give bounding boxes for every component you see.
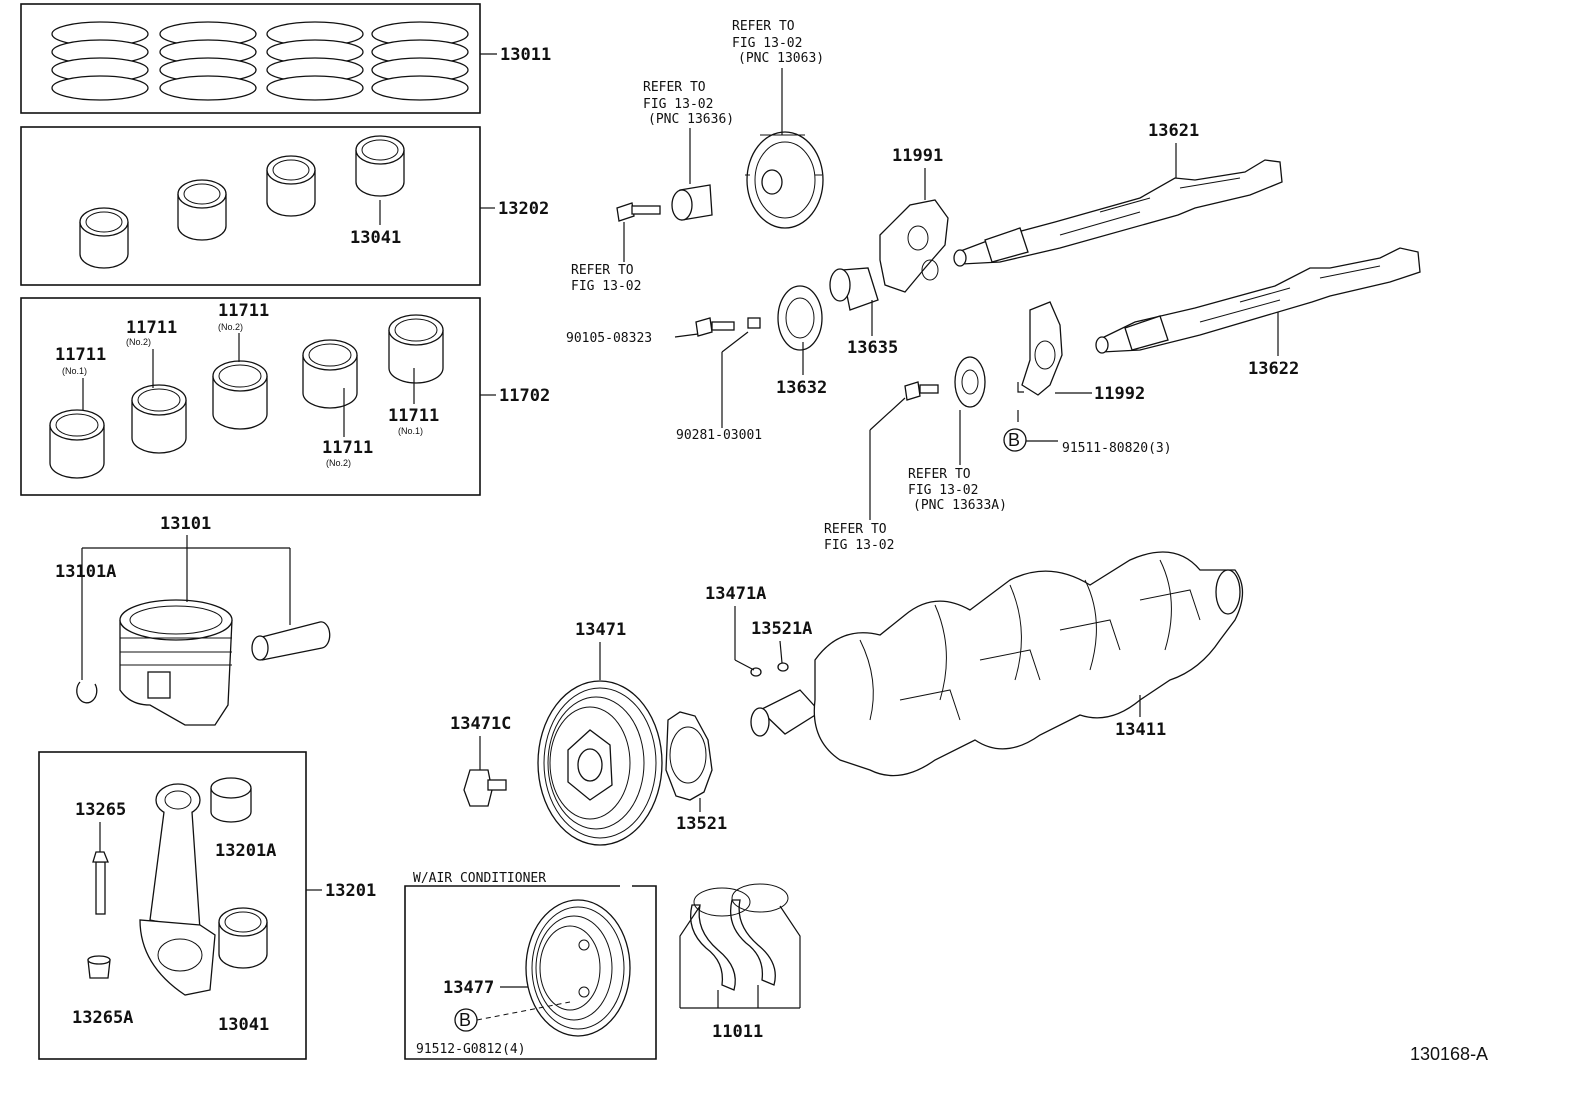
refer-c-line1: REFER TO <box>571 263 634 278</box>
label-11711-no1-left[interactable]: 11711 <box>55 345 106 365</box>
label-11991[interactable]: 11991 <box>892 146 943 166</box>
label-11711-no2-a[interactable]: 11711 <box>126 318 177 338</box>
label-13101A[interactable]: 13101A <box>55 562 116 582</box>
label-11711-no2-b[interactable]: 11711 <box>218 301 269 321</box>
label-13201A[interactable]: 13201A <box>215 841 276 861</box>
aircon-note: W/AIR CONDITIONER <box>413 871 546 886</box>
refer-a-line1: REFER TO <box>732 19 795 34</box>
label-13265A[interactable]: 13265A <box>72 1008 133 1028</box>
label-11711-no2-c-sub: (No.2) <box>326 458 351 468</box>
refer-d-line3: (PNC 13633A) <box>913 498 1007 513</box>
marker-b-ac: B <box>459 1010 471 1030</box>
label-13635[interactable]: 13635 <box>847 338 898 358</box>
refer-b-line1: REFER TO <box>643 80 706 95</box>
refer-a-line3: (PNC 13063) <box>738 51 824 66</box>
label-11992[interactable]: 11992 <box>1094 384 1145 404</box>
figure-code: 130168-A <box>1410 1044 1488 1064</box>
label-90105[interactable]: 90105-08323 <box>566 331 652 346</box>
air-conditioner-frame <box>404 885 657 1060</box>
label-11711-no1-left-sub: (No.1) <box>62 366 87 376</box>
label-11711-no2-c[interactable]: 11711 <box>322 438 373 458</box>
label-91512[interactable]: 91512-G0812(4) <box>416 1042 526 1057</box>
refer-d-line2: FIG 13-02 <box>908 483 978 498</box>
refer-a-line2: FIG 13-02 <box>732 36 802 51</box>
label-13622[interactable]: 13622 <box>1248 359 1299 379</box>
ac-pulley-drawing <box>525 899 631 1037</box>
connecting-rod-frame <box>38 751 307 1060</box>
label-11702[interactable]: 11702 <box>499 386 550 406</box>
label-13477[interactable]: 13477 <box>443 978 494 998</box>
label-13471A[interactable]: 13471A <box>705 584 766 604</box>
label-13265[interactable]: 13265 <box>75 800 126 820</box>
thrust-washers-drawing <box>689 883 789 991</box>
refer-e-line1: REFER TO <box>824 522 887 537</box>
label-13621[interactable]: 13621 <box>1148 121 1199 141</box>
label-13041-top[interactable]: 13041 <box>350 228 401 248</box>
label-13411[interactable]: 13411 <box>1115 720 1166 740</box>
refer-d-line1: REFER TO <box>908 467 971 482</box>
crankshaft-pulley-drawing <box>463 662 789 846</box>
main-bearings-drawing <box>49 314 444 479</box>
label-90281[interactable]: 90281-03001 <box>676 428 762 443</box>
label-13632[interactable]: 13632 <box>776 378 827 398</box>
label-11011[interactable]: 11011 <box>712 1022 763 1042</box>
label-13202[interactable]: 13202 <box>498 199 549 219</box>
refer-e-line2: FIG 13-02 <box>824 538 894 553</box>
connecting-rod-drawing <box>87 777 268 996</box>
label-11711-no2-a-sub: (No.2) <box>126 337 151 347</box>
marker-b-cam: B <box>1008 430 1020 450</box>
gears-drawing <box>616 131 1063 408</box>
label-11711-no1-right[interactable]: 11711 <box>388 406 439 426</box>
label-13201[interactable]: 13201 <box>325 881 376 901</box>
refer-c-line2: FIG 13-02 <box>571 279 641 294</box>
label-13471[interactable]: 13471 <box>575 620 626 640</box>
label-11711-no2-b-sub: (No.2) <box>218 322 243 332</box>
crankshaft-drawing <box>750 551 1244 777</box>
label-11711-no1-right-sub: (No.1) <box>398 426 423 436</box>
connecting-rod-bearing-set-frame <box>20 126 481 286</box>
piston-ring-set-frame <box>20 3 481 114</box>
label-13011[interactable]: 13011 <box>500 45 551 65</box>
camshafts-drawing <box>953 159 1421 354</box>
main-bearing-set-frame <box>20 297 481 496</box>
piston-drawing <box>76 599 331 726</box>
refer-b-line2: FIG 13-02 <box>643 97 713 112</box>
label-13101[interactable]: 13101 <box>160 514 211 534</box>
label-91511[interactable]: 91511-80820(3) <box>1062 441 1172 456</box>
marker-b-icon-2 <box>1003 428 1027 452</box>
label-13521[interactable]: 13521 <box>676 814 727 834</box>
rod-bearings-drawing <box>79 135 405 269</box>
piston-rings-drawing <box>51 21 469 101</box>
label-13521A[interactable]: 13521A <box>751 619 812 639</box>
label-13471C[interactable]: 13471C <box>450 714 511 734</box>
label-13041-bottom[interactable]: 13041 <box>218 1015 269 1035</box>
refer-b-line3: (PNC 13636) <box>648 112 734 127</box>
